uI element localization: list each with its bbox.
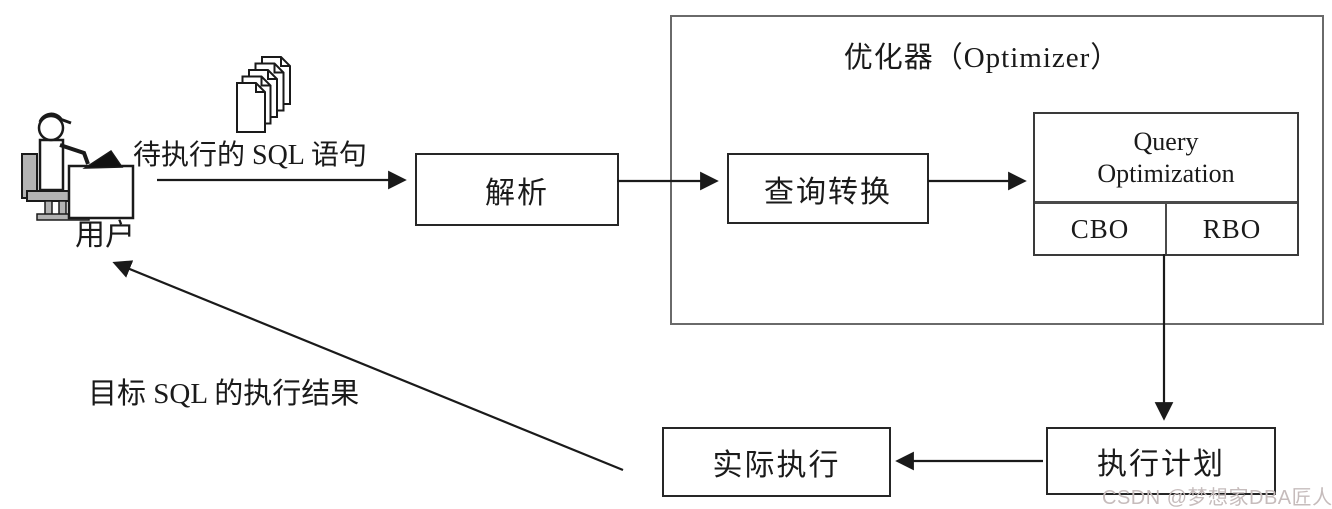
cap-brim [59, 117, 72, 125]
laptop-icon [82, 149, 124, 169]
person-at-computer-icon [21, 112, 135, 221]
cbo-label: CBO [1070, 213, 1130, 244]
optimizer-modes-row: CBO RBO [1035, 204, 1297, 254]
person-arm [59, 143, 90, 165]
query-transform-label: 查询转换 [764, 175, 892, 209]
cap [38, 112, 63, 123]
parse-box-label: 解析 [485, 176, 549, 210]
query-optimization-title-cell: Query Optimization [1035, 114, 1297, 204]
result-label: 目标 SQL 的执行结果 [88, 378, 360, 410]
rbo-cell: RBO [1167, 204, 1297, 254]
execution-plan-label: 执行计划 [1097, 448, 1225, 481]
actual-execution-label: 实际执行 [712, 449, 841, 482]
desk [67, 164, 135, 220]
execution-plan-box: 执行计划 [1046, 427, 1276, 495]
actual-execution-box: 实际执行 [662, 427, 891, 497]
query-transform-box: 查询转换 [727, 153, 929, 224]
person-body [38, 138, 65, 192]
arrow-result-to-user [112, 260, 624, 472]
parse-box: 解析 [415, 153, 619, 226]
rbo-label: RBO [1202, 213, 1262, 244]
user-label: 用户 [75, 219, 135, 252]
query-optimization-box: Query Optimization CBO RBO [1033, 112, 1299, 256]
optimizer-title: 优化器（Optimizer） [843, 42, 1121, 74]
cbo-cell: CBO [1035, 204, 1167, 254]
pending-sql-label: 待执行的 SQL 语句 [133, 140, 367, 171]
sql-documents-stack-icon [236, 56, 291, 133]
query-optimization-label: Query Optimization [1097, 127, 1235, 188]
watermark: CSDN @梦想家DBA匠人 [1102, 487, 1332, 509]
document-page [236, 82, 266, 133]
person-head [37, 114, 65, 142]
optimizer-container [670, 15, 1324, 325]
